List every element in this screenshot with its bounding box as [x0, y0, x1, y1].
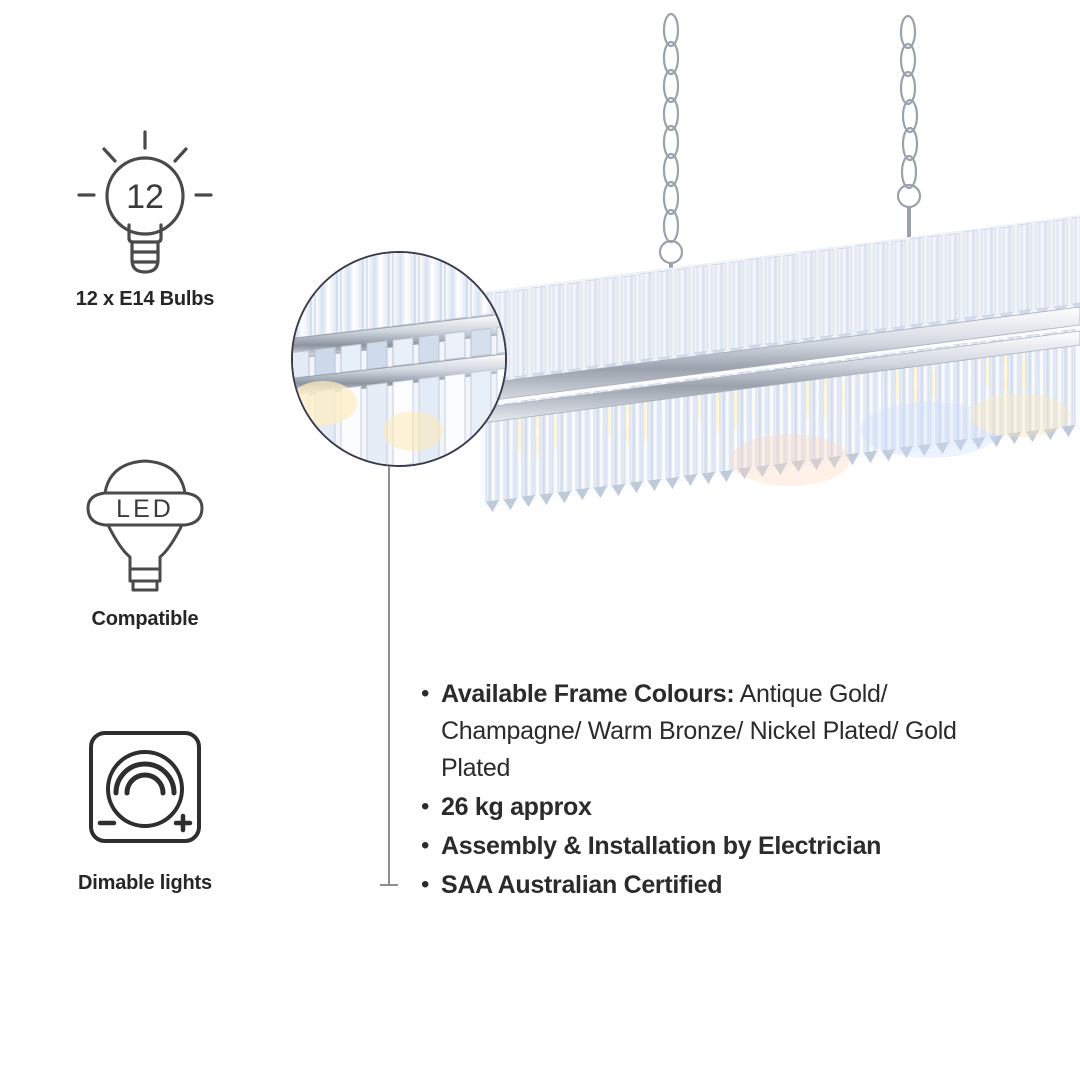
bullet-text: Available Frame Colours: Antique Gold/ C…: [441, 676, 1015, 787]
bulb-icon-count: 12: [126, 178, 164, 216]
led-icon-label: LED: [116, 495, 174, 523]
feature-bulbs: 12 12 x E14 Bulbs: [20, 128, 270, 311]
bullet-marker: •: [421, 793, 430, 820]
feature-bulbs-caption: 12 x E14 Bulbs: [75, 288, 215, 310]
crystal-iridescence: [730, 393, 1070, 486]
chandelier-lower-tier: [480, 327, 1080, 514]
dimmer-knob-icon: [20, 712, 270, 862]
feature-dimmable-lights: Dimable lights: [20, 712, 270, 895]
feature-dimmable-caption: Dimable lights: [78, 872, 212, 894]
bullet-text: 26 kg approx: [441, 793, 592, 821]
bullet-marker: •: [421, 832, 430, 859]
frame-detail-magnifier: [291, 251, 507, 467]
feature-led-caption: Compatible: [91, 608, 199, 630]
bullet-lead: Available Frame Colours:: [441, 680, 735, 708]
bulb-12-icon: 12: [20, 128, 270, 278]
bullet-marker: •: [421, 680, 430, 707]
chain-left: [658, 12, 684, 292]
list-item: • Assembly & Installation by Electrician: [415, 828, 1015, 865]
bullet-rest: Antique Gold/ Champagne/ Warm Bronze/ Ni…: [441, 680, 957, 782]
bullet-marker: •: [421, 871, 430, 898]
spec-bullet-list: • Available Frame Colours: Antique Gold/…: [415, 676, 1015, 906]
list-item: • Available Frame Colours: Antique Gold/…: [415, 676, 1015, 787]
list-item: • 26 kg approx: [415, 789, 1015, 826]
feature-led-compatible: LED Compatible: [20, 448, 270, 631]
bullet-text: SAA Australian Certified: [441, 871, 723, 899]
product-photo: [330, 0, 1080, 560]
bullet-text: Assembly & Installation by Electrician: [441, 832, 882, 860]
chain-right: [896, 14, 922, 240]
list-item: • SAA Australian Certified: [415, 867, 1015, 904]
callout-leader-tick: [380, 884, 398, 886]
led-bulb-icon: LED: [20, 448, 270, 598]
callout-leader-line: [388, 466, 390, 885]
